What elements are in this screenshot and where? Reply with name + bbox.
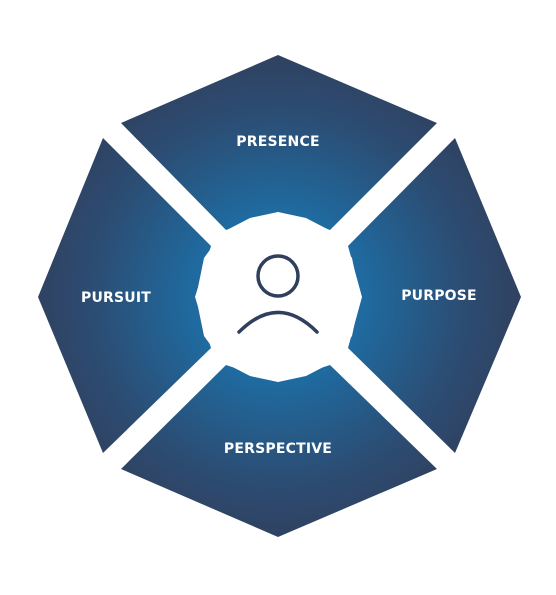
segment-right-label: PURPOSE	[401, 288, 477, 304]
person-icon	[237, 254, 319, 334]
segment-top: PRESENCE	[121, 55, 437, 230]
segment-right: PURPOSE	[348, 138, 521, 453]
segment-top-shape	[121, 55, 437, 230]
segment-left-label: PURSUIT	[81, 290, 151, 306]
segment-bottom-shape	[121, 365, 437, 537]
segment-left-shape	[38, 138, 211, 453]
segment-bottom: PERSPECTIVE	[121, 365, 437, 537]
segment-top-label: PRESENCE	[236, 134, 319, 150]
segment-right-shape	[348, 138, 521, 453]
segment-left: PURSUIT	[38, 138, 211, 453]
segment-bottom-label: PERSPECTIVE	[224, 441, 332, 457]
center-hub	[196, 212, 360, 382]
